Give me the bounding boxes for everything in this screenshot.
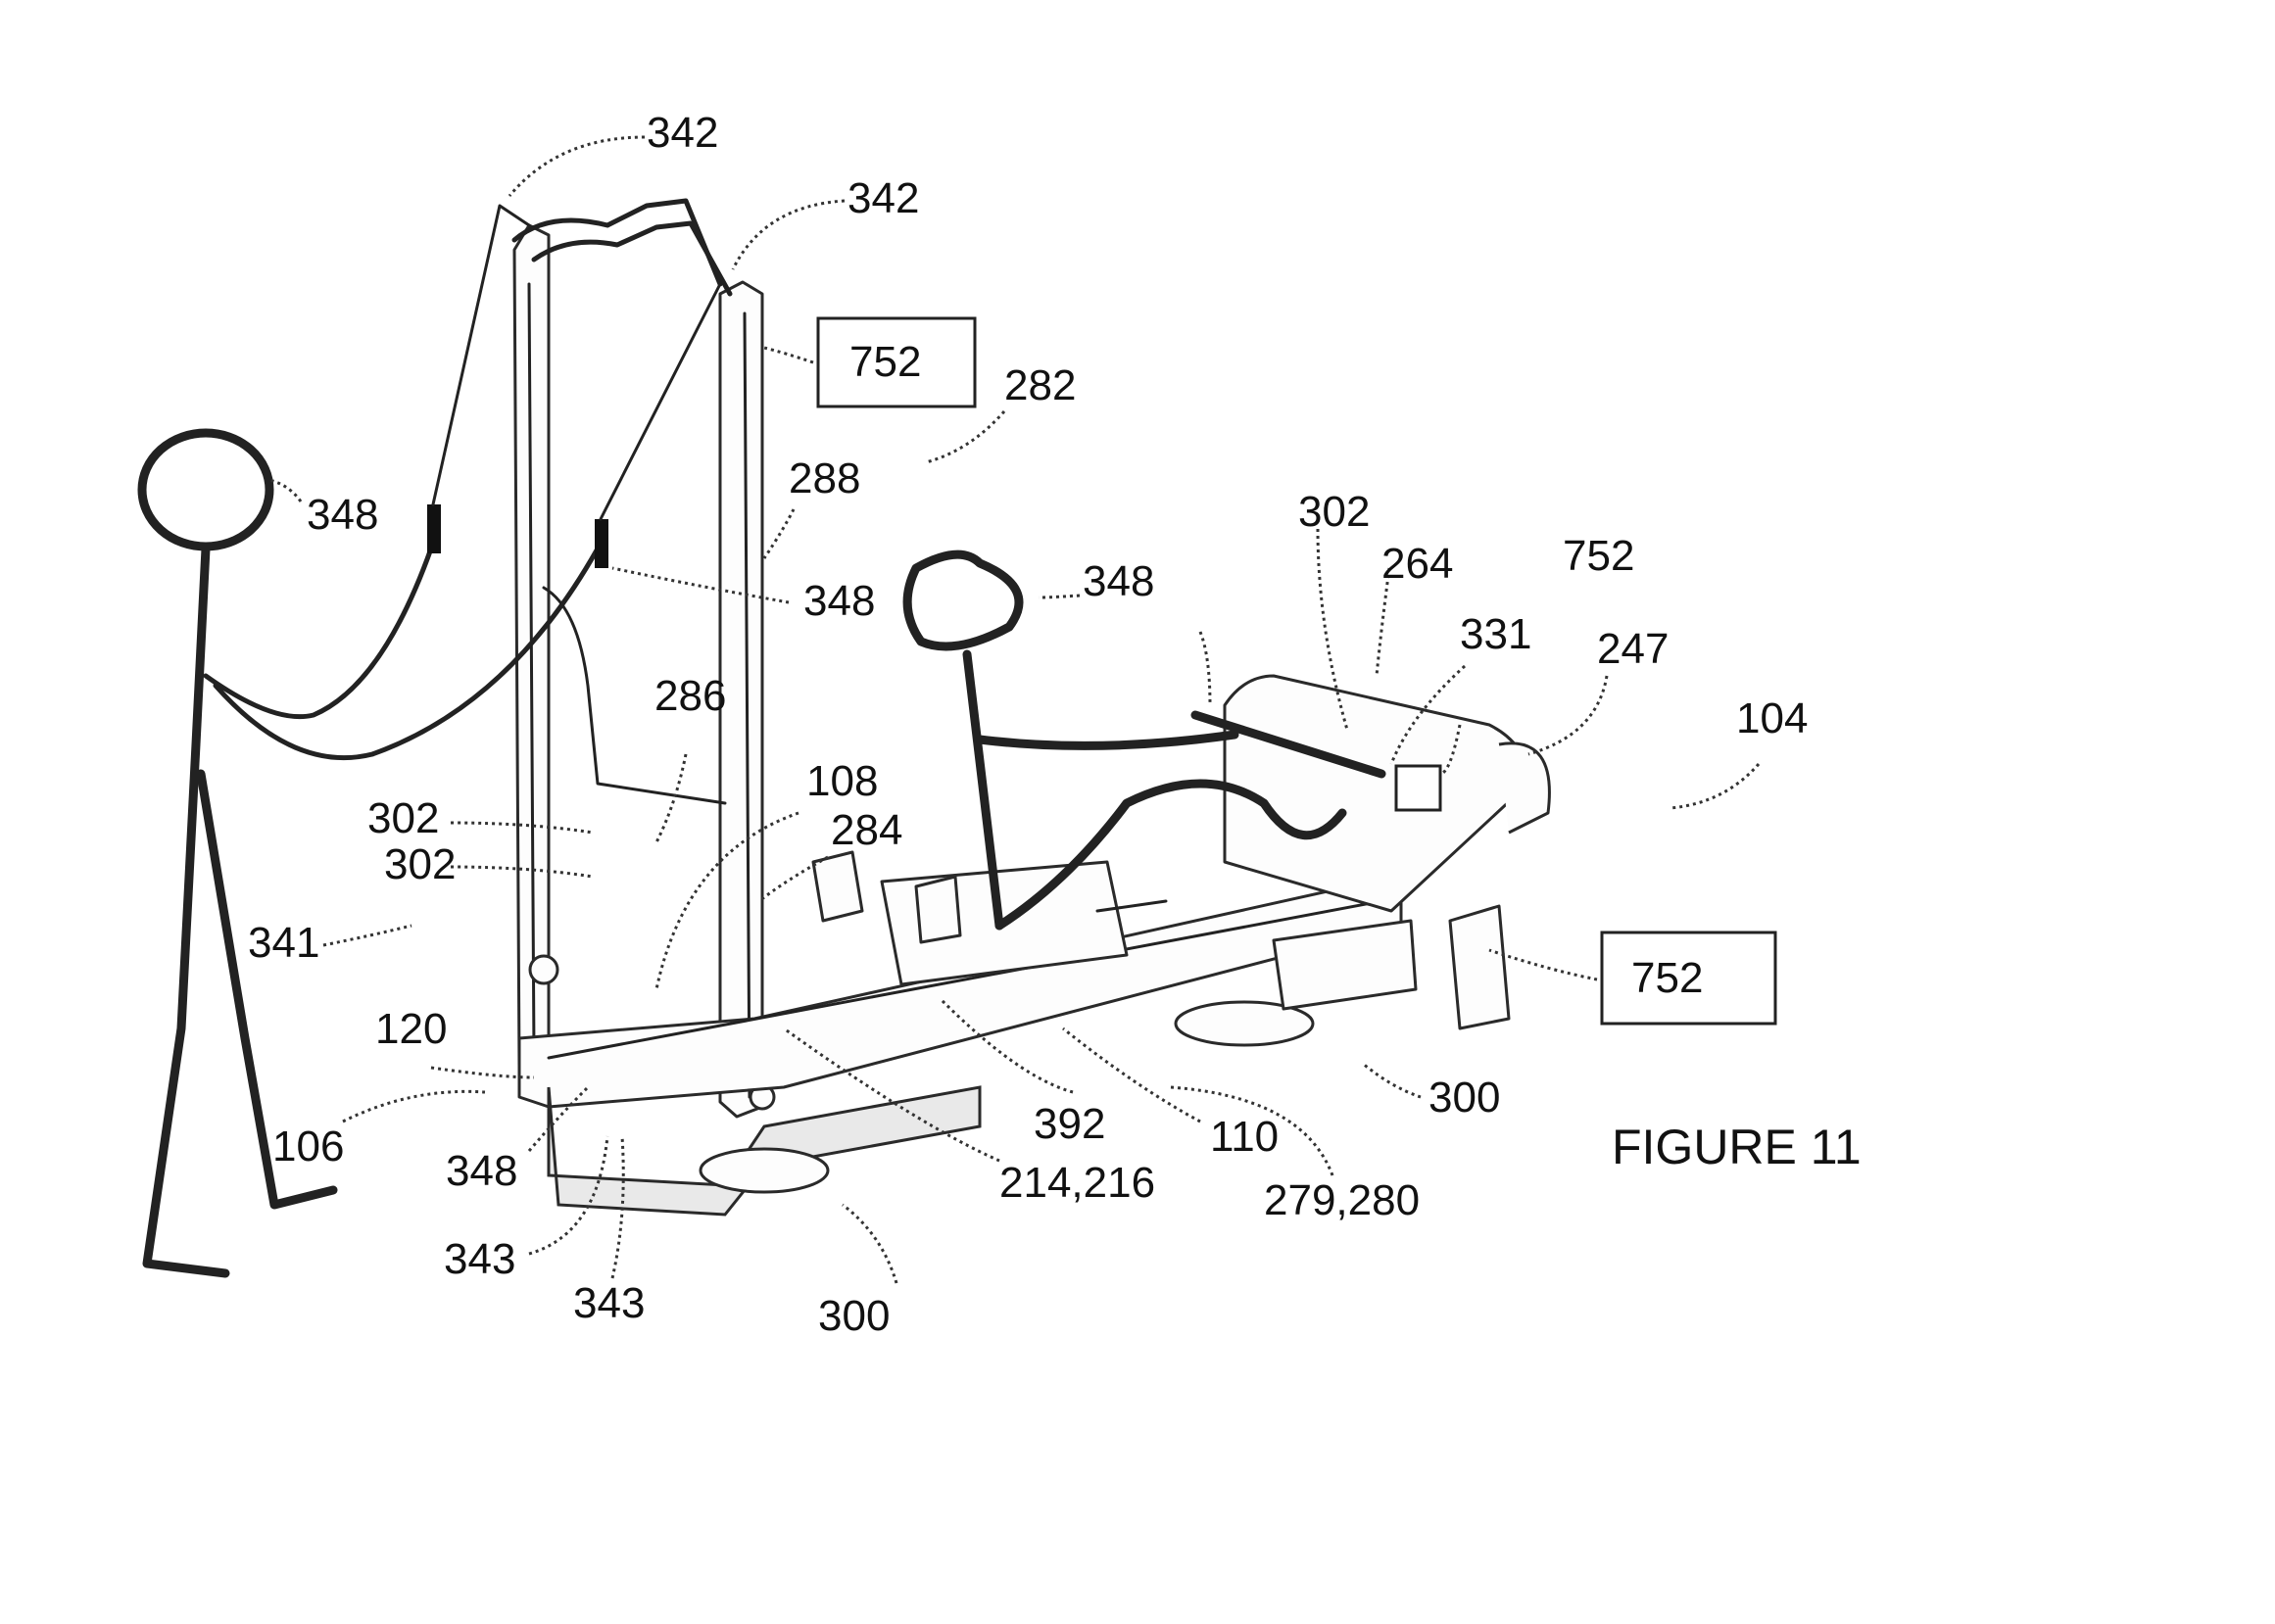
reference-numerals: 342 342 752 282 288 348 348 348 302 264 … bbox=[248, 109, 1808, 1340]
label-392: 392 bbox=[1034, 1100, 1105, 1148]
label-348-seated: 348 bbox=[1083, 557, 1154, 605]
seated-user-figure bbox=[902, 549, 1386, 931]
label-343-b: 343 bbox=[573, 1279, 645, 1327]
label-300-right: 300 bbox=[1428, 1074, 1500, 1122]
label-348-head: 348 bbox=[307, 491, 378, 539]
label-104: 104 bbox=[1736, 694, 1808, 742]
label-302-low: 302 bbox=[384, 840, 456, 888]
label-348-mid: 348 bbox=[803, 577, 875, 625]
label-331: 331 bbox=[1460, 610, 1531, 658]
label-300-bottom: 300 bbox=[818, 1292, 890, 1340]
label-214-216: 214,216 bbox=[999, 1159, 1155, 1207]
tower-frame bbox=[511, 198, 776, 1119]
label-341: 341 bbox=[248, 919, 319, 967]
label-264: 264 bbox=[1381, 540, 1453, 588]
label-752-right: 752 bbox=[1631, 954, 1703, 1002]
label-279-280: 279,280 bbox=[1264, 1176, 1420, 1224]
label-288: 288 bbox=[789, 454, 860, 502]
label-247: 247 bbox=[1597, 625, 1669, 673]
label-120: 120 bbox=[375, 1005, 447, 1053]
label-302-top: 302 bbox=[1298, 488, 1370, 536]
label-286: 286 bbox=[654, 672, 726, 720]
standing-user-figure bbox=[137, 204, 722, 1278]
label-284: 284 bbox=[831, 806, 902, 854]
label-342-a: 342 bbox=[647, 109, 718, 157]
label-752-top: 752 bbox=[849, 338, 921, 386]
label-108: 108 bbox=[806, 757, 878, 805]
label-348-base: 348 bbox=[446, 1147, 517, 1195]
label-342-b: 342 bbox=[847, 174, 919, 222]
label-282: 282 bbox=[1004, 361, 1076, 409]
label-106: 106 bbox=[272, 1122, 344, 1170]
figure-caption: FIGURE 11 bbox=[1612, 1120, 1862, 1174]
leader-lines bbox=[268, 135, 1761, 1284]
reformer-body bbox=[517, 674, 1551, 1217]
control-box-752-right bbox=[1600, 931, 1777, 1026]
label-343-a: 343 bbox=[444, 1235, 515, 1283]
label-752-panel: 752 bbox=[1563, 532, 1634, 580]
label-302-mid: 302 bbox=[367, 794, 439, 842]
label-110: 110 bbox=[1210, 1113, 1279, 1161]
control-box-752-top bbox=[816, 316, 977, 408]
panel-752-small bbox=[1394, 764, 1442, 812]
